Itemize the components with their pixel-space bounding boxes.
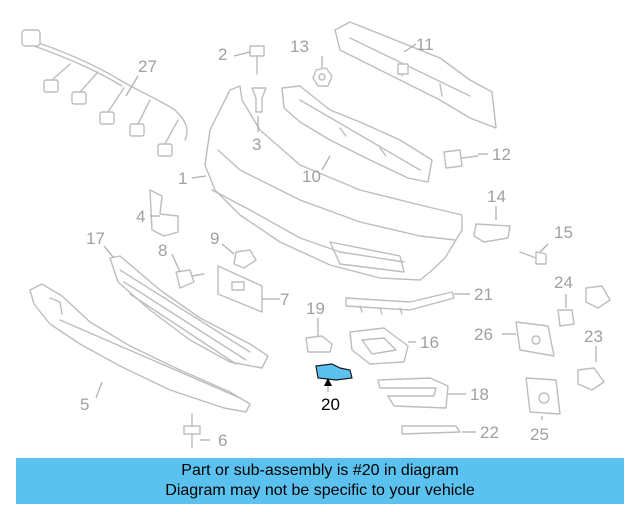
nut-part — [312, 67, 333, 87]
callout-21: 21 — [474, 285, 493, 304]
callout-19: 19 — [306, 299, 325, 318]
bolt-part — [175, 269, 205, 289]
highlighted-bracket-part-20[interactable] — [315, 363, 353, 381]
banner-line-2: Diagram may not be specific to your vehi… — [165, 482, 475, 499]
clip-part — [557, 309, 575, 327]
callout-8: 8 — [158, 241, 167, 260]
grille-part — [109, 255, 269, 369]
trim-part — [377, 377, 449, 409]
callout-22: 22 — [480, 423, 499, 442]
callout-11: 11 — [416, 35, 434, 54]
callout-2: 2 — [218, 45, 227, 64]
sensor-part — [515, 321, 555, 357]
license-bracket-part — [217, 265, 263, 313]
callout-16: 16 — [420, 333, 439, 352]
callout-18: 18 — [470, 385, 489, 404]
callout-17: 17 — [86, 229, 105, 248]
callout-13: 13 — [290, 37, 309, 56]
callout-15: 15 — [554, 223, 573, 242]
bracket-part — [305, 335, 333, 353]
callout-9: 9 — [210, 229, 219, 248]
fog-lamp-frame-part — [349, 327, 409, 365]
screw-part — [519, 251, 547, 265]
lower-valance-part — [29, 283, 251, 413]
callout-6: 6 — [218, 431, 227, 450]
callout-7: 7 — [280, 290, 289, 309]
bumper-cover-part — [204, 85, 463, 281]
trim-strip-part — [345, 291, 455, 315]
clip-part — [251, 87, 267, 113]
wiring-harness-part — [21, 29, 188, 157]
callout-27: 27 — [138, 57, 157, 76]
leader-lines — [95, 43, 597, 441]
bracket-part — [149, 189, 179, 237]
callout-4: 4 — [136, 207, 145, 226]
callout-5: 5 — [80, 395, 89, 414]
sensor-part — [577, 285, 611, 391]
callout-24: 24 — [554, 273, 573, 292]
bumper-reinforcement-part — [334, 21, 497, 129]
callout-1: 1 — [178, 169, 187, 188]
bolt-part — [249, 45, 265, 75]
parts-diagram: 1 2 3 4 5 6 7 8 9 10 11 12 13 14 15 16 1… — [21, 21, 611, 450]
screw-part — [233, 249, 257, 269]
trim-strip-part — [401, 425, 461, 435]
callout-26: 26 — [474, 325, 493, 344]
callout-25: 25 — [530, 425, 549, 444]
callout-labels: 1 2 3 4 5 6 7 8 9 10 11 12 13 14 15 16 1… — [80, 35, 603, 450]
callout-14: 14 — [487, 187, 506, 206]
callout-10: 10 — [302, 167, 321, 186]
callout-20: 20 — [321, 395, 340, 414]
callout-23: 23 — [584, 327, 603, 346]
tow-eye-cap-part — [473, 223, 511, 243]
energy-absorber-part — [281, 85, 433, 183]
bracket-part — [525, 377, 561, 415]
info-banner: Part or sub-assembly is #20 in diagram D… — [16, 458, 624, 504]
callout-12: 12 — [492, 145, 511, 164]
bolt-part — [183, 413, 201, 449]
banner-line-1: Part or sub-assembly is #20 in diagram — [181, 462, 459, 479]
bolt-part — [443, 149, 479, 169]
callout-3: 3 — [252, 135, 261, 154]
